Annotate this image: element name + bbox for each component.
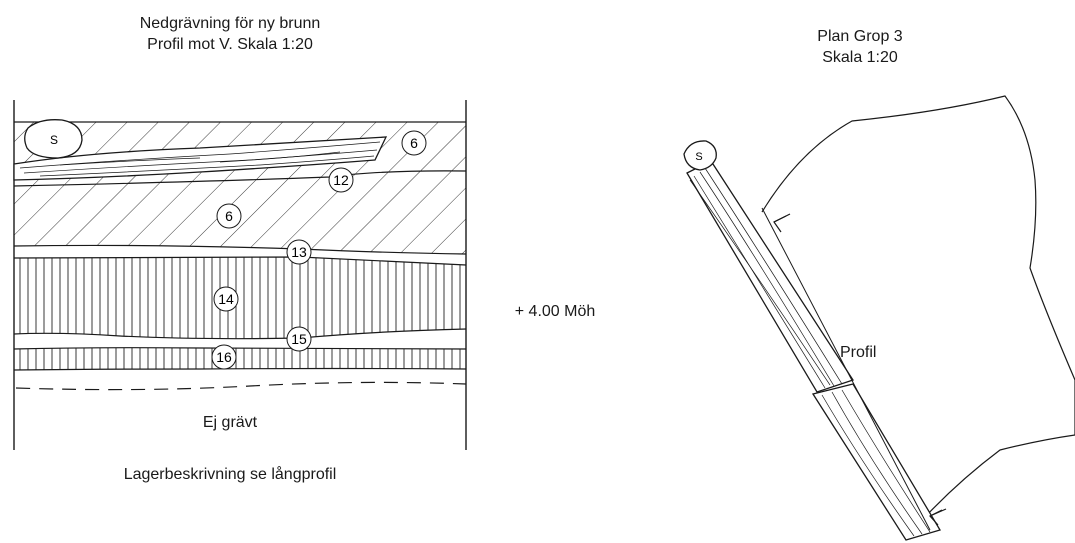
layer-label: 16 (216, 349, 232, 365)
plan-profile-label: Profil (840, 344, 877, 361)
plan-title-line2: Skala 1:20 (822, 49, 898, 66)
layer-label: 6 (410, 135, 418, 151)
profile-title-line1: Nedgrävning för ny brunn (139, 15, 321, 32)
profile-stone (24, 119, 83, 159)
layer-16 (14, 347, 466, 370)
unexcavated-label: Ej grävt (202, 414, 258, 431)
plan-view: S (683, 95, 1075, 541)
log-layer-12 (13, 136, 388, 181)
plan-log-upper (686, 160, 855, 393)
profile-title-line2: Profil mot V. Skala 1:20 (147, 36, 313, 53)
layer-label: 13 (291, 244, 307, 260)
elevation-label: + 4.00 Möh (514, 303, 596, 320)
layer-label: 15 (291, 331, 307, 347)
layer-markers: 6 12 6 13 14 15 16 (211, 130, 427, 370)
layer-boundaries (13, 121, 467, 391)
layer-label: 14 (218, 291, 234, 307)
layer-14 (14, 257, 466, 339)
profile-stone-label: S (50, 133, 58, 147)
layer-label: 6 (225, 208, 233, 224)
plan-stone (683, 140, 717, 171)
profile-line (761, 207, 931, 531)
layer-label: 12 (333, 172, 349, 188)
plan-log-lower (811, 383, 941, 541)
pit-outline (761, 95, 1075, 518)
plan-stone-label: S (695, 151, 702, 163)
profile-caption: Lagerbeskrivning se långprofil (123, 466, 337, 483)
plan-title-line1: Plan Grop 3 (817, 28, 903, 45)
